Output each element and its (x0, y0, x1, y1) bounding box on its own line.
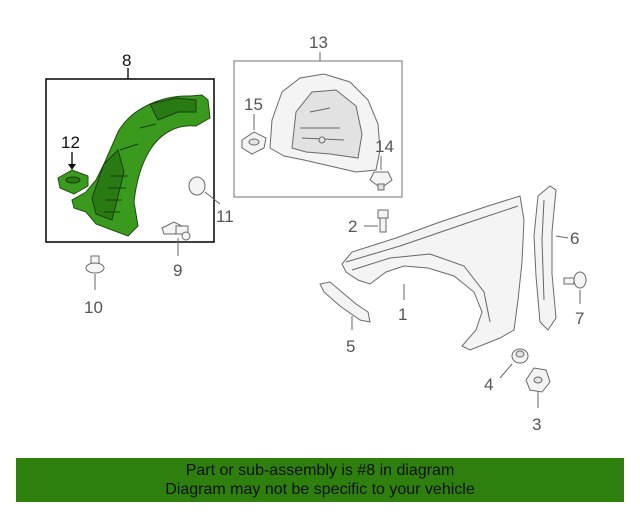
part-7-group[interactable]: 7 (563, 271, 587, 328)
part-13-box (233, 60, 403, 198)
part-6-group[interactable]: 6 (533, 185, 579, 331)
part-2-group[interactable]: 2 (348, 209, 389, 236)
callout-13[interactable]: 13 (309, 33, 328, 52)
banner-line-2: Diagram may not be specific to your vehi… (165, 481, 475, 498)
callout-8[interactable]: 8 (122, 51, 131, 70)
callout-10[interactable]: 10 (84, 298, 103, 317)
callout-6[interactable]: 6 (570, 229, 579, 248)
callout-15[interactable]: 15 (244, 95, 263, 114)
bolt-part-7[interactable] (563, 277, 575, 285)
part-3-group[interactable]: 3 (525, 367, 551, 434)
callout-5[interactable]: 5 (346, 337, 355, 356)
part-10-group[interactable]: 10 (84, 255, 105, 317)
callout-12[interactable]: 12 (61, 133, 80, 152)
fender-liner-part-8[interactable] (71, 94, 211, 237)
part-13-group[interactable]: 13 15 14 (233, 33, 403, 198)
part-8-group[interactable]: 8 12 (45, 51, 215, 243)
cap-part-11[interactable] (188, 176, 206, 196)
callout-4[interactable]: 4 (484, 375, 493, 394)
callout-3[interactable]: 3 (532, 415, 541, 434)
part-4-group[interactable]: 4 (484, 348, 529, 394)
part-8-box (45, 78, 215, 243)
callout-7[interactable]: 7 (575, 309, 584, 328)
bolt-part-2[interactable] (377, 209, 389, 219)
callout-9[interactable]: 9 (173, 261, 182, 280)
part-11-group[interactable]: 11 (188, 176, 234, 226)
parts-diagram: 8 12 13 15 14 11 (45, 33, 587, 434)
callout-11[interactable]: 11 (216, 207, 234, 226)
part-5-group[interactable]: 5 (319, 281, 371, 356)
part-9-group[interactable]: 9 (161, 221, 191, 280)
info-banner: Part or sub-assembly is #8 in diagram Di… (16, 458, 624, 502)
part-1-group[interactable]: 1 (341, 195, 525, 351)
callout-2[interactable]: 2 (348, 217, 357, 236)
trim-part-6[interactable] (533, 185, 557, 331)
callout-1[interactable]: 1 (398, 305, 407, 324)
bracket-part-5[interactable] (319, 281, 371, 323)
banner-line-1: Part or sub-assembly is #8 in diagram (185, 462, 455, 479)
fender-part-1[interactable] (341, 195, 525, 351)
callout-14[interactable]: 14 (375, 137, 394, 156)
